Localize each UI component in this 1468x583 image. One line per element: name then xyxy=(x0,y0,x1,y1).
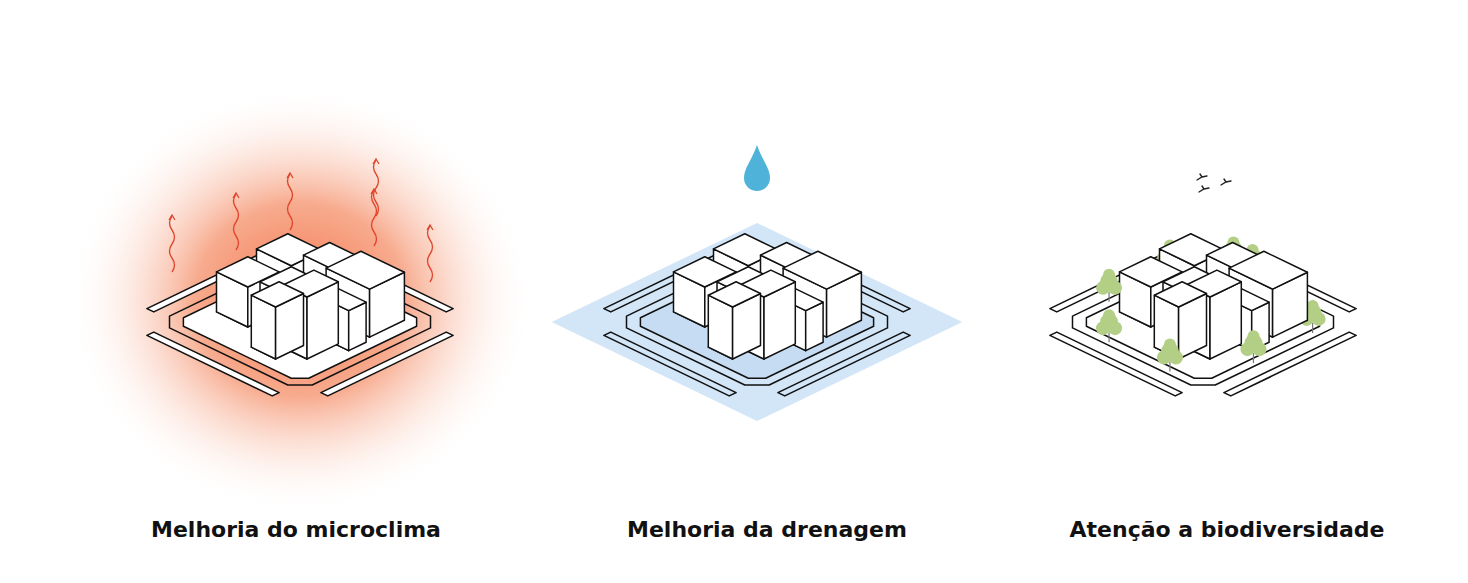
building-roof xyxy=(1154,282,1206,307)
tree-trunk xyxy=(1108,292,1109,302)
building xyxy=(251,282,303,359)
bird xyxy=(1199,186,1209,192)
building xyxy=(708,282,760,359)
tree-crown xyxy=(1240,342,1254,356)
caption-label: Melhoria da drenagem xyxy=(627,517,907,542)
tree-crown xyxy=(1307,300,1319,312)
tree-crown xyxy=(1312,312,1326,326)
water-drop xyxy=(744,145,770,191)
bird xyxy=(1197,174,1207,180)
tree-crown xyxy=(1108,321,1122,335)
city-block xyxy=(1050,174,1356,396)
tree-crown xyxy=(1103,309,1115,321)
heat-wave xyxy=(234,194,239,250)
tree-crown xyxy=(1157,351,1171,365)
tree-crown xyxy=(1103,269,1115,281)
tree-trunk xyxy=(1108,332,1109,342)
heat-wave xyxy=(428,226,433,282)
building-roof xyxy=(251,282,303,307)
heat-wave xyxy=(288,174,293,230)
tree-crown xyxy=(1096,321,1110,335)
bird xyxy=(1221,179,1231,185)
city-block xyxy=(147,159,453,396)
caption-label: Melhoria do microclima xyxy=(151,517,441,542)
building-roof xyxy=(708,282,760,307)
caption-label: Atenção a biodiversidade xyxy=(1070,517,1385,542)
heat-arrowhead xyxy=(373,159,379,164)
heat-arrowhead xyxy=(233,193,239,198)
tree-trunk xyxy=(1253,353,1254,363)
tree-crown xyxy=(1252,342,1266,356)
heat-arrowhead xyxy=(287,173,293,178)
heat-glow xyxy=(65,85,535,515)
water-area xyxy=(552,223,963,421)
tree-trunk xyxy=(1169,362,1170,372)
heat-wave xyxy=(170,216,175,272)
tree-crown xyxy=(1096,281,1110,295)
tree-crown xyxy=(1247,330,1259,342)
tree-crown xyxy=(1108,281,1122,295)
heat-wave xyxy=(374,160,379,216)
heat-arrowhead xyxy=(169,215,175,220)
city-block xyxy=(552,223,963,421)
tree-crown xyxy=(1169,351,1183,365)
tree-crown xyxy=(1164,339,1176,351)
tree-trunk xyxy=(1312,323,1313,333)
heat-arrowhead xyxy=(427,225,433,230)
